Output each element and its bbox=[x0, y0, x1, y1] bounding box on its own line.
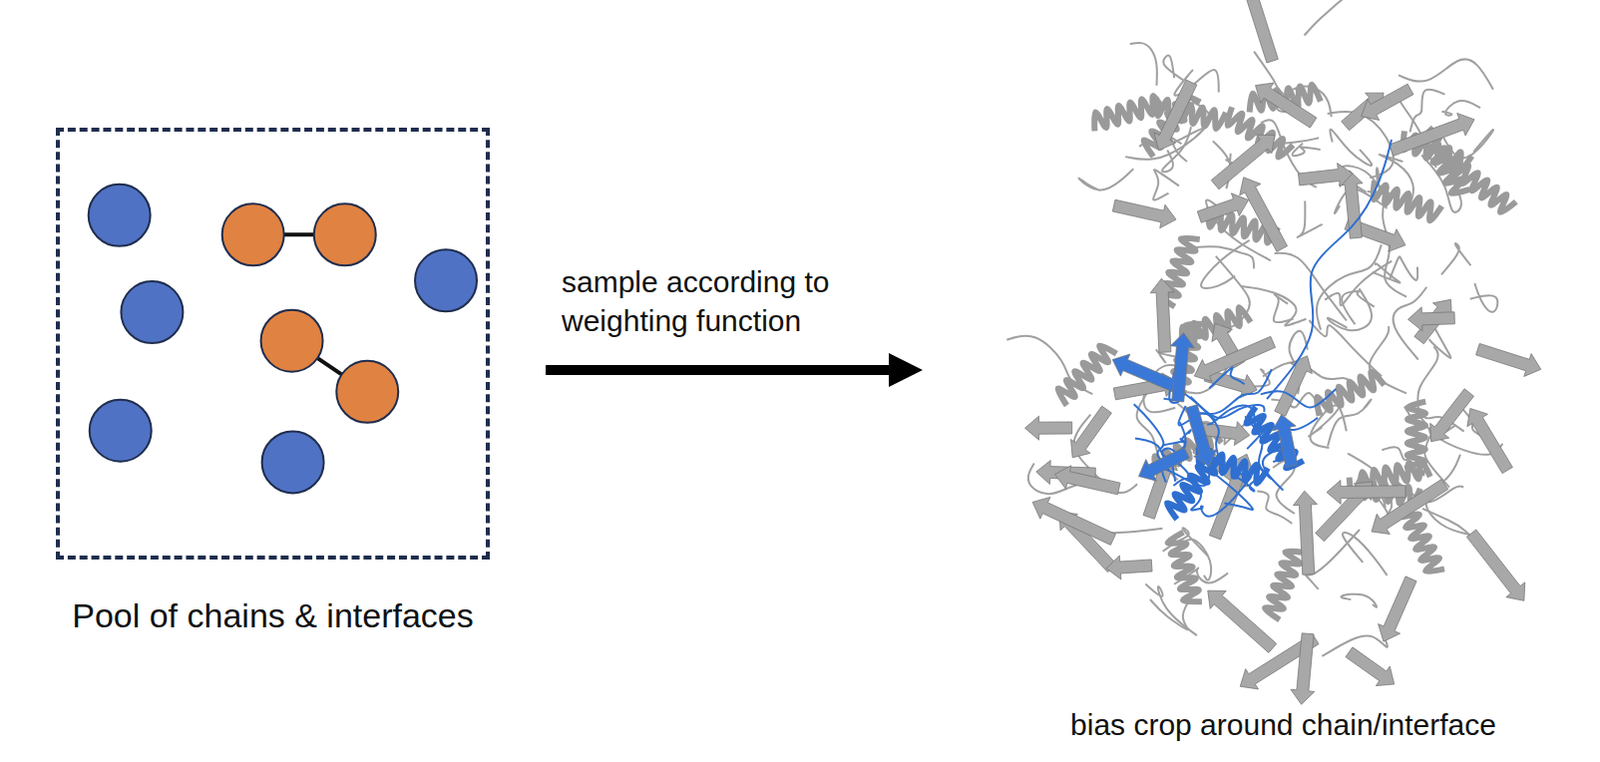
beta-strand bbox=[1389, 112, 1475, 156]
coil bbox=[1078, 168, 1134, 191]
beta-strand bbox=[1154, 79, 1198, 151]
beta-strand bbox=[1430, 389, 1475, 442]
beta-strand bbox=[1239, 0, 1278, 63]
coil bbox=[1389, 256, 1418, 281]
beta-strand bbox=[1150, 278, 1175, 353]
chain-pool bbox=[88, 184, 477, 494]
helix bbox=[1264, 551, 1305, 621]
helix bbox=[1373, 180, 1443, 221]
beta-strand bbox=[1466, 529, 1525, 601]
single-chain bbox=[262, 430, 325, 493]
helix bbox=[1168, 532, 1202, 603]
beta-strand bbox=[1255, 82, 1317, 128]
chain-pool-box: Pool of chains & interfaces bbox=[55, 127, 490, 560]
coil bbox=[1153, 169, 1180, 200]
caption: Pool of chains & interfaces bbox=[71, 596, 474, 636]
beta-strand bbox=[1071, 405, 1113, 458]
helix bbox=[1057, 345, 1117, 405]
coil bbox=[1329, 129, 1372, 166]
beta-strand bbox=[1297, 163, 1352, 188]
beta-strand bbox=[1170, 333, 1195, 402]
coil bbox=[1130, 42, 1158, 86]
beta-strand bbox=[1467, 407, 1514, 473]
coil bbox=[1208, 367, 1244, 389]
beta-strand bbox=[1292, 490, 1317, 575]
coil bbox=[1415, 346, 1438, 409]
beta-strand bbox=[1239, 177, 1288, 253]
beta-strand bbox=[1112, 199, 1177, 228]
coil bbox=[1441, 100, 1481, 116]
coil bbox=[1292, 143, 1321, 157]
beta-strand bbox=[1378, 576, 1417, 642]
arrow-label: sample according to weighting function bbox=[561, 262, 901, 341]
structure-panel: bias crop around chain/interface bbox=[922, 9, 1587, 689]
coil bbox=[1340, 594, 1377, 608]
beta-strand bbox=[1210, 134, 1275, 190]
coil bbox=[1441, 243, 1471, 275]
beta-strand bbox=[1112, 354, 1181, 394]
beta-strand bbox=[1139, 447, 1191, 482]
interface-chain bbox=[261, 310, 324, 373]
coil bbox=[1342, 532, 1388, 576]
arrow bbox=[545, 353, 923, 388]
beta-strand bbox=[1032, 496, 1116, 545]
interface-chain bbox=[336, 361, 399, 423]
beta-strand bbox=[1290, 633, 1315, 705]
coil bbox=[1200, 240, 1250, 289]
coil bbox=[1297, 200, 1323, 238]
beta-strand bbox=[1345, 647, 1395, 687]
coil bbox=[1470, 283, 1499, 313]
single-chain bbox=[414, 249, 477, 312]
coil bbox=[1372, 263, 1401, 283]
helix bbox=[1245, 406, 1303, 468]
beta-strand bbox=[1106, 555, 1153, 580]
beta-strand bbox=[1054, 465, 1121, 495]
coil bbox=[1273, 294, 1294, 323]
coil bbox=[1398, 58, 1494, 89]
single-chain bbox=[89, 400, 152, 462]
helix bbox=[1452, 158, 1517, 213]
beta-strand bbox=[1476, 343, 1542, 377]
beta-strand bbox=[1186, 404, 1217, 467]
beta-strand bbox=[1361, 83, 1414, 120]
caption: bias crop around chain/interface bbox=[1070, 708, 1497, 743]
beta-strand bbox=[1272, 414, 1298, 468]
interface-chain bbox=[222, 203, 285, 266]
helix bbox=[1316, 371, 1385, 415]
interface-chain bbox=[314, 203, 377, 266]
arrow-shaft bbox=[545, 365, 891, 376]
coil bbox=[1190, 246, 1254, 269]
coil bbox=[1163, 54, 1184, 80]
beta-strand bbox=[1197, 193, 1248, 223]
beta-strand bbox=[1194, 336, 1275, 382]
beta-strand bbox=[1025, 415, 1073, 440]
protein-structure bbox=[1006, 0, 1541, 705]
coil bbox=[1266, 139, 1392, 400]
beta-strand bbox=[1207, 590, 1277, 653]
beta-strand bbox=[1408, 307, 1456, 332]
highlighted-chain bbox=[1112, 139, 1392, 520]
single-chain bbox=[120, 281, 183, 344]
helix bbox=[1094, 95, 1165, 131]
coil bbox=[1304, 0, 1383, 35]
coil bbox=[1163, 429, 1192, 445]
arrow-head bbox=[888, 353, 923, 388]
beta-strand bbox=[1326, 479, 1406, 504]
single-chain bbox=[88, 184, 151, 247]
coil bbox=[1195, 369, 1272, 414]
coil bbox=[1316, 244, 1382, 330]
